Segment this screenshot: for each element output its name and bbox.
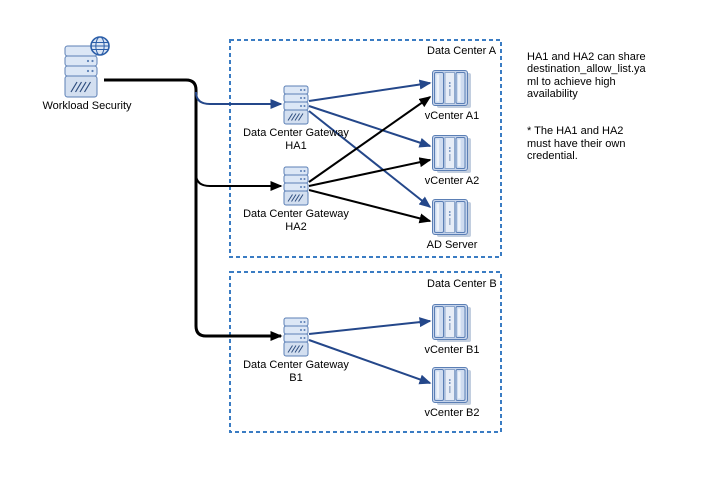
node-label: Workload Security <box>42 100 132 112</box>
node-vcenter-a1: vCenter A1 <box>392 70 512 123</box>
mainframe-icon <box>432 135 472 173</box>
annotation-paragraph-1: HA1 and HA2 can share destination_allow_… <box>527 50 646 101</box>
node-gateway-ha2: Data Center Gateway HA2 <box>226 166 366 234</box>
server-icon <box>283 166 309 206</box>
mainframe-icon <box>432 304 472 342</box>
node-workload-security: Workload Security <box>12 36 162 113</box>
data-center-a-title: Data Center A <box>427 45 497 57</box>
server-globe-icon <box>64 36 110 98</box>
node-label: vCenter A2 <box>424 175 480 187</box>
node-label: AD Server <box>426 239 478 251</box>
node-vcenter-b1: vCenter B1 <box>392 304 512 357</box>
node-ad-server: AD Server <box>392 199 512 252</box>
node-vcenter-b2: vCenter B2 <box>392 367 512 420</box>
node-label: vCenter B1 <box>424 344 480 356</box>
node-gateway-ha1: Data Center Gateway HA1 <box>226 85 366 153</box>
node-label: vCenter A1 <box>424 110 480 122</box>
mainframe-icon <box>432 199 472 237</box>
node-label: Data Center Gateway B1 <box>243 359 349 384</box>
annotation-note: HA1 and HA2 can share destination_allow_… <box>527 38 677 187</box>
node-label: Data Center Gateway HA2 <box>243 208 349 233</box>
server-icon <box>283 85 309 125</box>
node-gateway-b1: Data Center Gateway B1 <box>226 317 366 385</box>
mainframe-icon <box>432 70 472 108</box>
node-label: vCenter B2 <box>424 407 480 419</box>
mainframe-icon <box>432 367 472 405</box>
node-vcenter-a2: vCenter A2 <box>392 135 512 188</box>
annotation-paragraph-2: * The HA1 and HA2 must have their own cr… <box>527 125 626 162</box>
data-center-b-title: Data Center B <box>427 278 497 290</box>
node-label: Data Center Gateway HA1 <box>243 127 349 152</box>
server-icon <box>283 317 309 357</box>
